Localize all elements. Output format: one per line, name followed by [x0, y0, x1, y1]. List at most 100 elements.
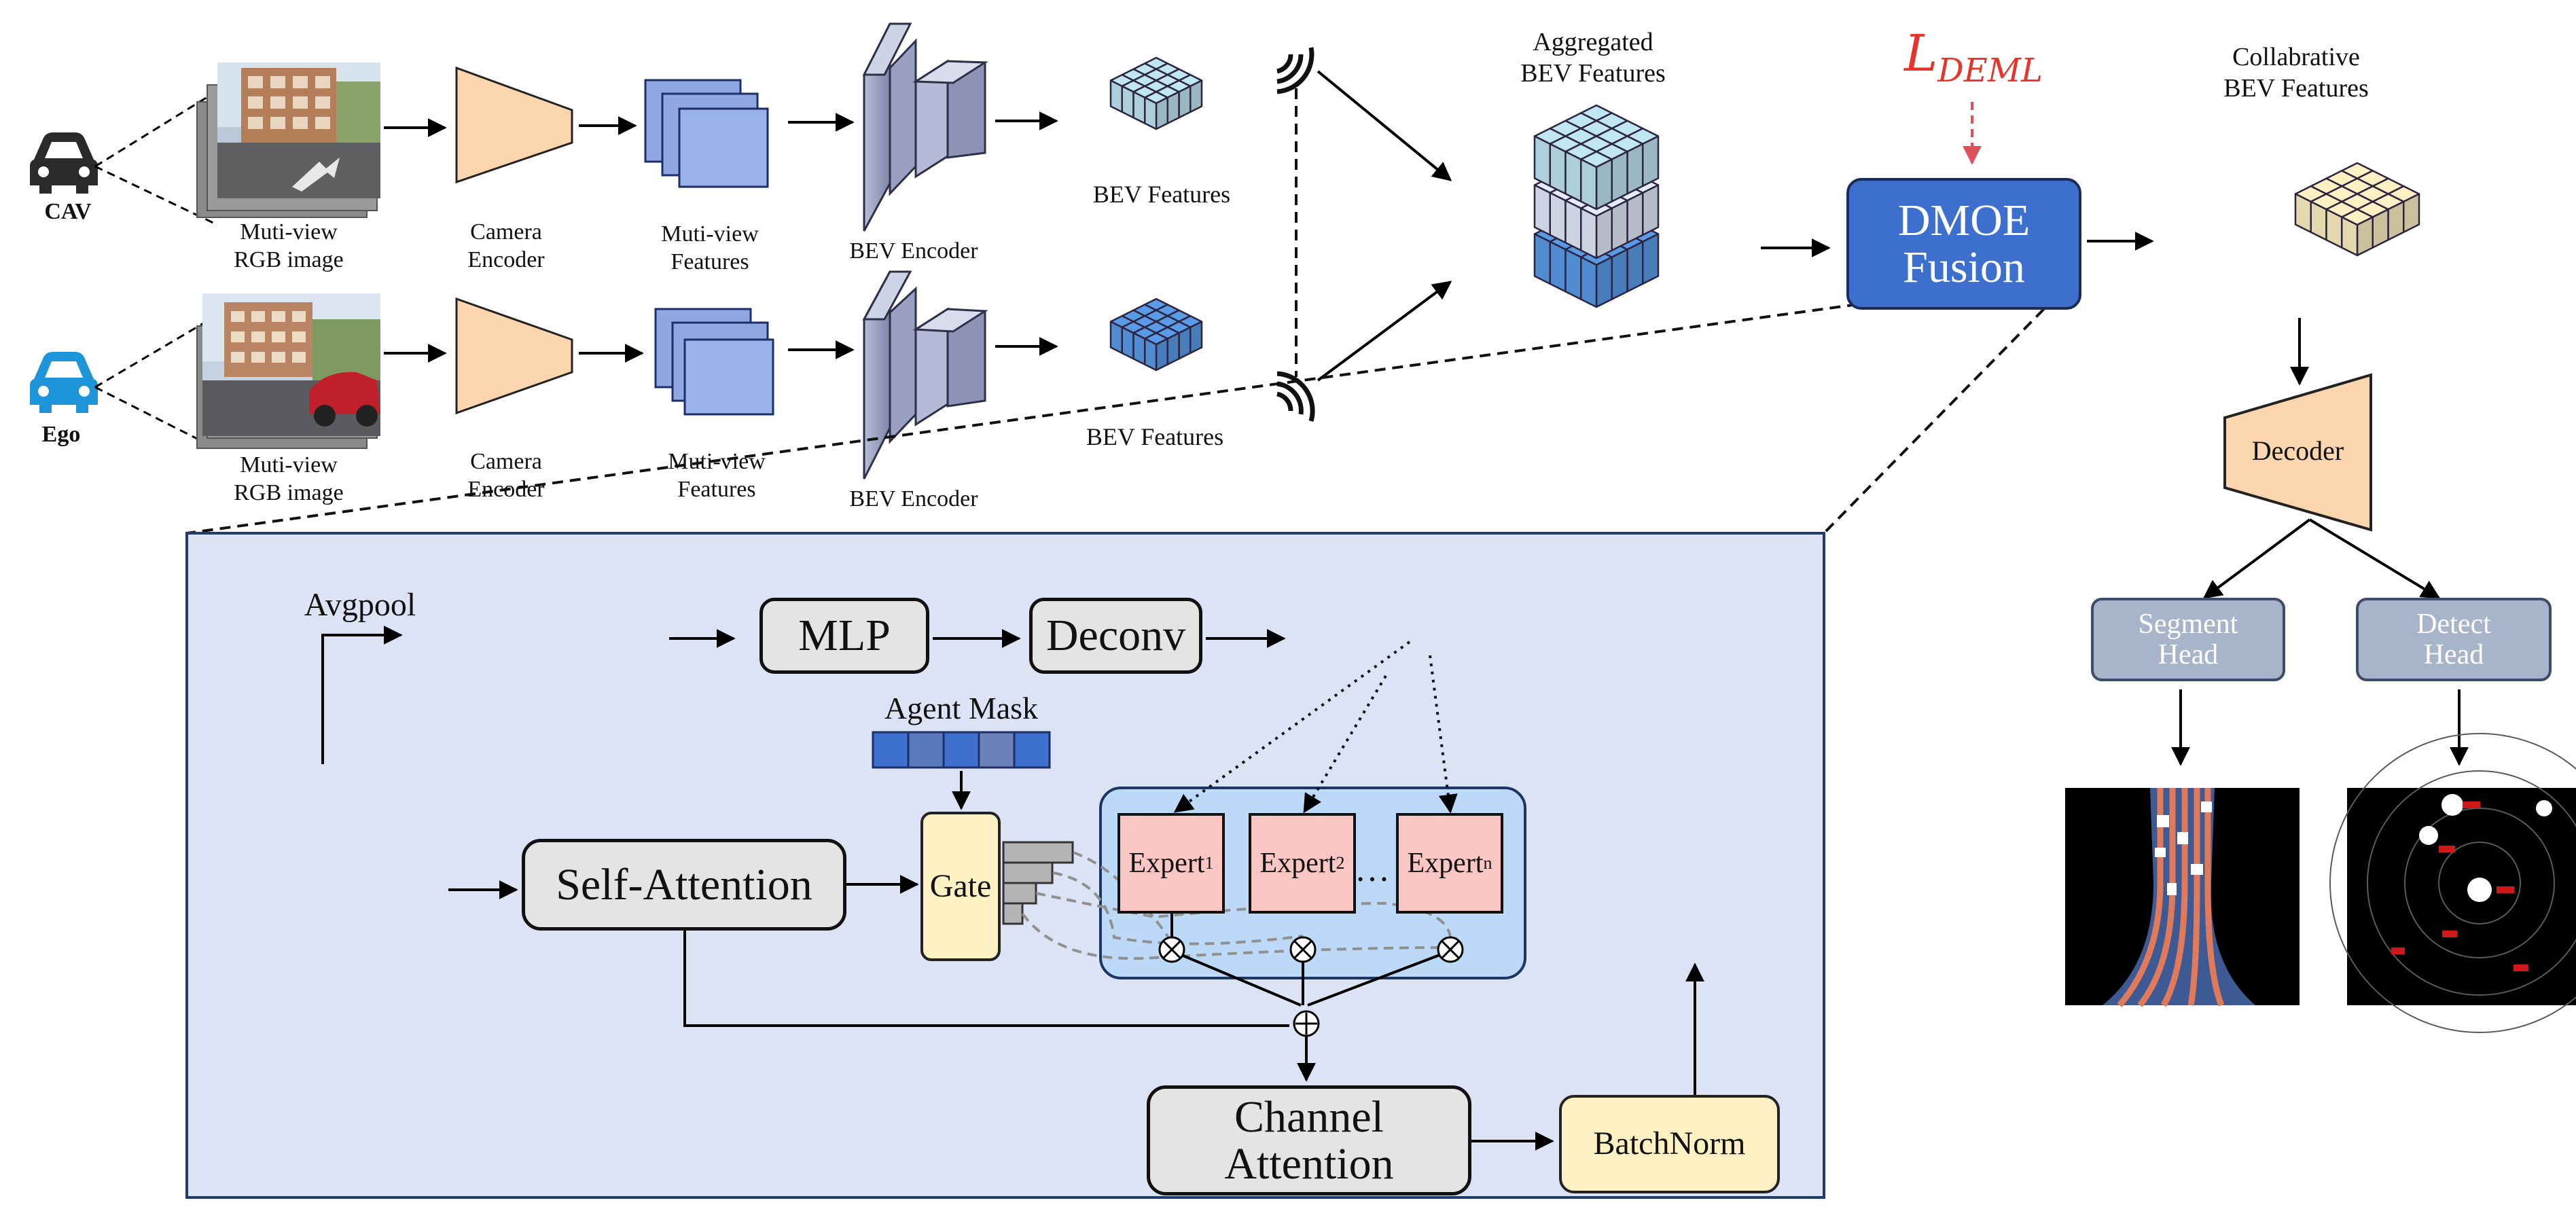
cav-label: CAV: [44, 199, 92, 224]
aggregated-cube-side: [1595, 207, 1613, 259]
car-image-connectors: [94, 90, 217, 450]
collaborative-cube-side: [2325, 209, 2343, 249]
ego-bev-cube-side: [1155, 338, 1168, 372]
ego-multiview-features: [654, 308, 774, 416]
cav-image-stack: [196, 62, 380, 218]
ego-bev-features-label: BEV Features: [1086, 423, 1224, 450]
cav-bev-cube-side: [1178, 85, 1192, 119]
aggregated-cube-side: [1642, 184, 1660, 236]
expert-1-label: Expert: [1128, 847, 1205, 879]
ego-bev-cube-side: [1166, 332, 1180, 365]
ego-bev-cube-side: [1109, 321, 1123, 355]
dmoe-fusion-block: DMOE Fusion: [1846, 178, 2081, 310]
agent-mask-cells: [872, 731, 1051, 769]
cav-bev-cube-side: [1166, 91, 1180, 124]
aggregated-cube-side: [1626, 143, 1644, 195]
aggregated-cube-side: [1533, 135, 1551, 187]
pipeline-arrows: [384, 70, 2469, 766]
cav-bev-cube-side: [1155, 96, 1168, 130]
wireless-icon-bottom: [1276, 371, 1315, 422]
gate-block: Gate: [920, 812, 1001, 961]
detail-arrows: [321, 626, 1704, 1151]
aggregated-cube-side: [1626, 240, 1644, 293]
detect-head-block: Detect Head: [2356, 598, 2552, 681]
deconv-block: Deconv: [1029, 598, 1202, 674]
cav-car-icon: [30, 132, 98, 194]
cav-mv-features-label: Muti-view Features: [661, 221, 759, 274]
ego-camera-encoder: [455, 297, 573, 415]
ego-bev-encoder-label: BEV Encoder: [849, 486, 978, 511]
cav-bev-cube-side: [1144, 96, 1158, 130]
aggregated-bev-label: Aggregated BEV Features: [1520, 28, 1666, 88]
sum-op: [1293, 1010, 1320, 1037]
collaborative-cube-side: [2403, 193, 2420, 234]
gate-weight-bars: [1002, 841, 1074, 925]
cav-bev-encoder: [862, 22, 988, 232]
expert-1-sub: 1: [1204, 853, 1214, 873]
cav-image-label: Muti-view RGB image: [234, 219, 344, 272]
ego-bev-cube-side: [1189, 321, 1203, 355]
expert-2-sub: 2: [1336, 853, 1345, 873]
cav-multiview-features: [644, 79, 769, 188]
cav-camera-encoder: [455, 66, 573, 184]
aggregated-cube-side: [1611, 249, 1628, 300]
aggregated-cube-side: [1611, 200, 1628, 251]
deconv-expert-links: [1173, 641, 1458, 814]
batchnorm-block: BatchNorm: [1559, 1095, 1780, 1193]
mlp-block: MLP: [759, 598, 929, 674]
collaborative-cube-side: [2341, 216, 2359, 257]
aggregated-cube-side: [1580, 256, 1598, 308]
expert-ellipsis: …: [1355, 850, 1390, 889]
loss-label: LDEML: [1885, 24, 2062, 90]
cav-bev-cube-side: [1109, 79, 1123, 113]
avgpool-label: Avgpool: [304, 587, 416, 623]
aggregated-cube-side: [1595, 256, 1613, 308]
aggregated-cube-side: [1533, 184, 1551, 236]
expert-multiply-ops: [1158, 936, 1464, 963]
ego-bev-cube-side: [1144, 338, 1158, 372]
segment-head-block: Segment Head: [2091, 598, 2285, 681]
aggregated-cube-side: [1564, 249, 1582, 300]
ego-bev-encoder: [862, 270, 988, 480]
ego-camera-encoder-label: Camera Encoder: [467, 449, 545, 502]
collaborative-cube-side: [2310, 200, 2327, 241]
collaborative-cube-side: [2387, 200, 2405, 241]
aggregated-cube-side: [1642, 135, 1660, 187]
aggregated-cube-side: [1626, 192, 1644, 244]
self-attention-block: Self-Attention: [522, 839, 846, 931]
collaborative-cube-side: [2372, 209, 2389, 249]
aggregated-cube-side: [1564, 200, 1582, 251]
collaborative-bev-label: Collabrative BEV Features: [2223, 43, 2369, 103]
agent-mask-label: Agent Mask: [884, 691, 1039, 725]
aggregated-cube-side: [1564, 151, 1582, 202]
ego-bev-cube-side: [1132, 332, 1146, 365]
aggregated-cube-side: [1580, 158, 1598, 211]
ego-bev-cube-side: [1121, 326, 1134, 360]
aggregated-cube-side: [1533, 233, 1551, 285]
ego-image-label: Muti-view RGB image: [234, 452, 344, 505]
aggregated-cube-side: [1611, 151, 1628, 202]
ego-label: Ego: [41, 422, 81, 447]
aggregated-cube-side: [1549, 240, 1567, 293]
ego-image-stack: [196, 293, 380, 449]
cav-camera-encoder-label: Camera Encoder: [467, 219, 545, 272]
aggregated-cube-side: [1642, 233, 1660, 285]
decoder-label: Decoder: [2251, 435, 2344, 466]
cav-bev-features-label: BEV Features: [1092, 181, 1231, 208]
segment-result-image: [2065, 788, 2300, 1007]
zoom-connectors: [186, 283, 2070, 535]
aggregated-cube-side: [1549, 143, 1567, 195]
cav-bev-cube-side: [1132, 91, 1146, 124]
wireless-icon-top: [1276, 47, 1314, 94]
collaborative-cube-side: [2294, 193, 2312, 234]
ego-car-icon: [30, 352, 98, 413]
detect-result-image: [2329, 733, 2576, 1033]
cav-bev-cube-side: [1189, 79, 1203, 113]
expert-n-sub: n: [1483, 853, 1492, 873]
loss-subscript: DEML: [1937, 51, 2043, 90]
aggregated-cube-side: [1549, 192, 1567, 244]
cav-bev-cube-side: [1121, 85, 1134, 119]
